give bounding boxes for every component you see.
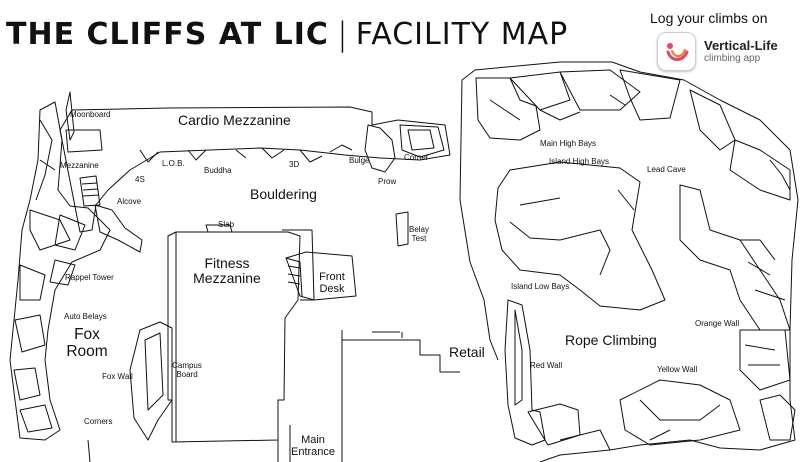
wall-label-island-low-bays: Island Low Bays — [511, 282, 570, 291]
lead-cave-wall — [679, 184, 791, 331]
wall-label-red-wall: Red Wall — [530, 361, 563, 370]
wall-label-island-high-bays: Island High Bays — [549, 157, 610, 166]
island-high-bays — [494, 161, 666, 311]
wall-label-bulge: Bulge — [349, 156, 370, 165]
wall-label-buddha: Buddha — [204, 166, 232, 175]
wall-label-4s: 4S — [135, 175, 145, 184]
red-wall-structure — [504, 299, 546, 446]
wall-label-corner: Corner — [404, 153, 429, 162]
wall-label-corners: Corners — [84, 417, 113, 426]
map-title-bar: THE CLIFFS AT LIC | FACILITY MAP — [6, 10, 568, 58]
rope-climbing-outline — [461, 61, 799, 462]
stairs-west — [79, 175, 101, 207]
wall-label-auto-belays: Auto Belays — [64, 312, 107, 321]
cardio-mezzanine-outline — [59, 106, 451, 233]
vertical-life-logo-icon[interactable] — [657, 32, 696, 71]
app-name: Vertical-Life — [704, 37, 778, 53]
wall-label-lead-cave: Lead Cave — [647, 165, 686, 174]
orange-wall-rocks — [739, 329, 791, 391]
front-desk-outline — [285, 251, 357, 301]
main-high-bays-rocks — [475, 69, 681, 141]
wall-label-alcove: Alcove — [117, 197, 142, 206]
title-separator: | — [336, 15, 348, 53]
campus-board-structure — [129, 321, 173, 441]
promo-text: Log your climbs on — [650, 10, 768, 26]
vertical-life-badge[interactable]: Vertical-Life climbing app — [657, 32, 778, 71]
area-label-bouldering: Bouldering — [250, 186, 317, 202]
yellow-wall-rocks — [619, 379, 741, 446]
map-subtitle: FACILITY MAP — [355, 16, 569, 52]
wall-label-prow: Prow — [378, 177, 397, 186]
area-label-cardio-mezzanine: Cardio Mezzanine — [178, 112, 291, 128]
wall-label-lob: L.O.B. — [162, 159, 185, 168]
wall-label-rappel-tower: Rappel Tower — [65, 273, 114, 282]
area-label-rope-climbing: Rope Climbing — [565, 332, 657, 348]
facility-name: THE CLIFFS AT LIC — [6, 16, 329, 52]
wall-label-moonboard: Moonboard — [70, 110, 111, 119]
app-subtitle: climbing app — [704, 52, 761, 64]
bulge-prow-wall — [364, 124, 396, 173]
wall-label-slab: Slab — [218, 220, 235, 229]
wall-label-3d: 3D — [289, 160, 300, 169]
wall-label-yellow-wall: Yellow Wall — [657, 365, 698, 374]
wall-label-main-high-bays: Main High Bays — [540, 139, 597, 148]
wall-label-fox-wall: Fox Wall — [102, 372, 133, 381]
belay-test-block — [395, 211, 409, 247]
wall-label-mezzanine: Mezzanine — [60, 161, 99, 170]
retail-partition — [341, 330, 460, 462]
wall-label-orange-wall: Orange Wall — [695, 319, 740, 328]
fox-room-rock-wall — [9, 101, 111, 441]
area-label-retail: Retail — [449, 344, 485, 360]
